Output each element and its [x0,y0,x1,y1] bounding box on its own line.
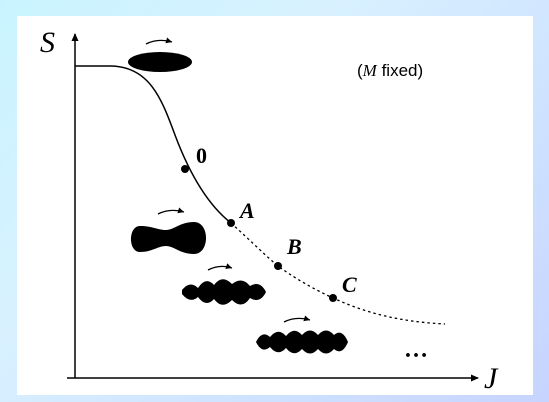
point-b-marker [274,262,282,270]
point-a-label: A [238,198,255,223]
rotation-arrow-icon [284,318,310,322]
rotation-arrow-icon [208,266,232,270]
point-c-marker [329,294,337,302]
point-zero-label: 0 [196,143,207,168]
shape-long-wavy-blob [256,318,348,353]
unstable-branch-curve [231,223,445,324]
y-axis-label: S [40,26,55,59]
point-a-marker [227,219,235,227]
point-c-label: C [342,272,357,297]
shape-ellipse [128,40,192,72]
rotation-arrow-icon [146,40,172,44]
rotation-arrow-icon [158,210,184,214]
fixed-mass-note: (M fixed) [357,61,423,80]
point-b-label: B [286,234,302,259]
shape-peanut [131,210,206,254]
continuation-ellipsis: … [404,337,431,363]
shape-wavy-blob [182,266,266,304]
x-axis-label: J [484,362,499,395]
stable-branch-curve [75,66,231,223]
point-zero-marker [181,165,189,173]
